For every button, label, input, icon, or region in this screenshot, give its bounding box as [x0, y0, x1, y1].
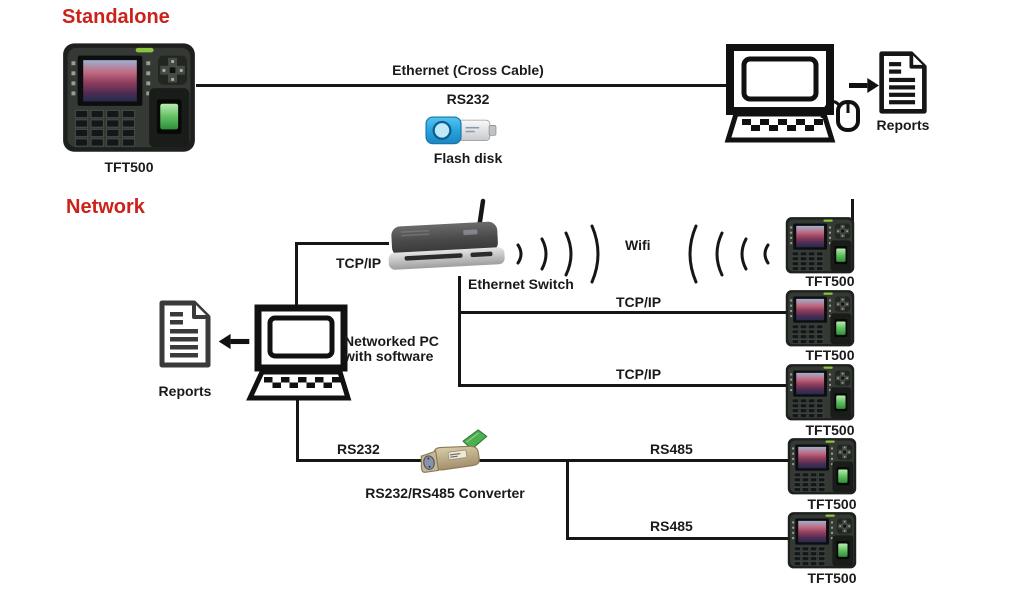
- wifi-label: Wifi: [625, 237, 651, 253]
- tft500-device-tcpip-1: [785, 289, 855, 347]
- report-document-icon-standalone: [877, 50, 929, 115]
- networked-pc-label: Networked PC with software: [344, 334, 439, 364]
- tft500-label-rs485-2: TFT500: [807, 570, 857, 586]
- network-section-title: Network: [66, 196, 145, 218]
- switch-drop-line-vertical: [458, 276, 461, 387]
- standalone-section-title: Standalone: [62, 6, 170, 28]
- pc-to-converter-line-vertical: [296, 400, 299, 462]
- wifi-device-antenna: [851, 199, 854, 223]
- arrow-right-icon: [849, 77, 879, 94]
- desktop-computer-mouse-icon: [722, 44, 862, 144]
- tft500-label-tcpip-2: TFT500: [805, 422, 855, 438]
- reports-label-network: Reports: [158, 383, 212, 399]
- tcpip-branch-line-2: [458, 384, 790, 387]
- ethernet-switch-label: Ethernet Switch: [468, 276, 574, 292]
- tft500-device-rs485-1: [787, 437, 857, 495]
- networked-pc-label-line1: Networked PC: [344, 333, 439, 349]
- rs485-branch-line-vertical: [566, 459, 569, 540]
- rs232-rs485-converter-icon: [416, 429, 494, 486]
- flash-disk-icon: [423, 113, 499, 147]
- rs485-branch-line-2: [566, 537, 790, 540]
- flash-disk-label: Flash disk: [433, 150, 503, 166]
- tft500-label-rs485-1: TFT500: [807, 496, 857, 512]
- ethernet-switch-icon: [382, 198, 517, 278]
- pc-to-switch-line-horizontal: [295, 242, 389, 245]
- rs485-branch-label-1: RS485: [650, 441, 693, 457]
- networked-pc-icon: [246, 304, 356, 404]
- tft500-device-wifi: [785, 216, 855, 274]
- tcpip-pc-label: TCP/IP: [336, 255, 382, 271]
- networked-pc-label-line2: with software: [344, 348, 434, 364]
- wifi-waves-left-icon: [684, 224, 776, 284]
- tft500-label-tcpip-1: TFT500: [805, 347, 855, 363]
- ethernet-cross-cable-line: [196, 84, 740, 87]
- ethernet-cable-label: Ethernet (Cross Cable): [392, 62, 544, 78]
- rs232-rs485-line-horizontal: [296, 459, 790, 462]
- tft500-label-standalone: TFT500: [104, 159, 154, 175]
- pc-to-switch-line-vertical: [295, 242, 298, 310]
- wifi-waves-right-icon: [508, 224, 600, 284]
- tcpip-branch-line-1: [458, 311, 790, 314]
- rs485-branch-label-2: RS485: [650, 518, 693, 534]
- reports-document-icon-network: [157, 299, 213, 369]
- tcpip-branch-label-1: TCP/IP: [616, 294, 662, 310]
- tft500-device-tcpip-2: [785, 363, 855, 421]
- reports-label-standalone: Reports: [876, 117, 930, 133]
- rs232-label-network: RS232: [337, 441, 380, 457]
- tft500-device-rs485-2: [787, 511, 857, 569]
- tcpip-branch-label-2: TCP/IP: [616, 366, 662, 382]
- tft500-label-wifi: TFT500: [805, 273, 855, 289]
- tft500-device-standalone: [62, 40, 196, 154]
- converter-label: RS232/RS485 Converter: [365, 485, 525, 501]
- rs232-label-standalone: RS232: [446, 91, 490, 107]
